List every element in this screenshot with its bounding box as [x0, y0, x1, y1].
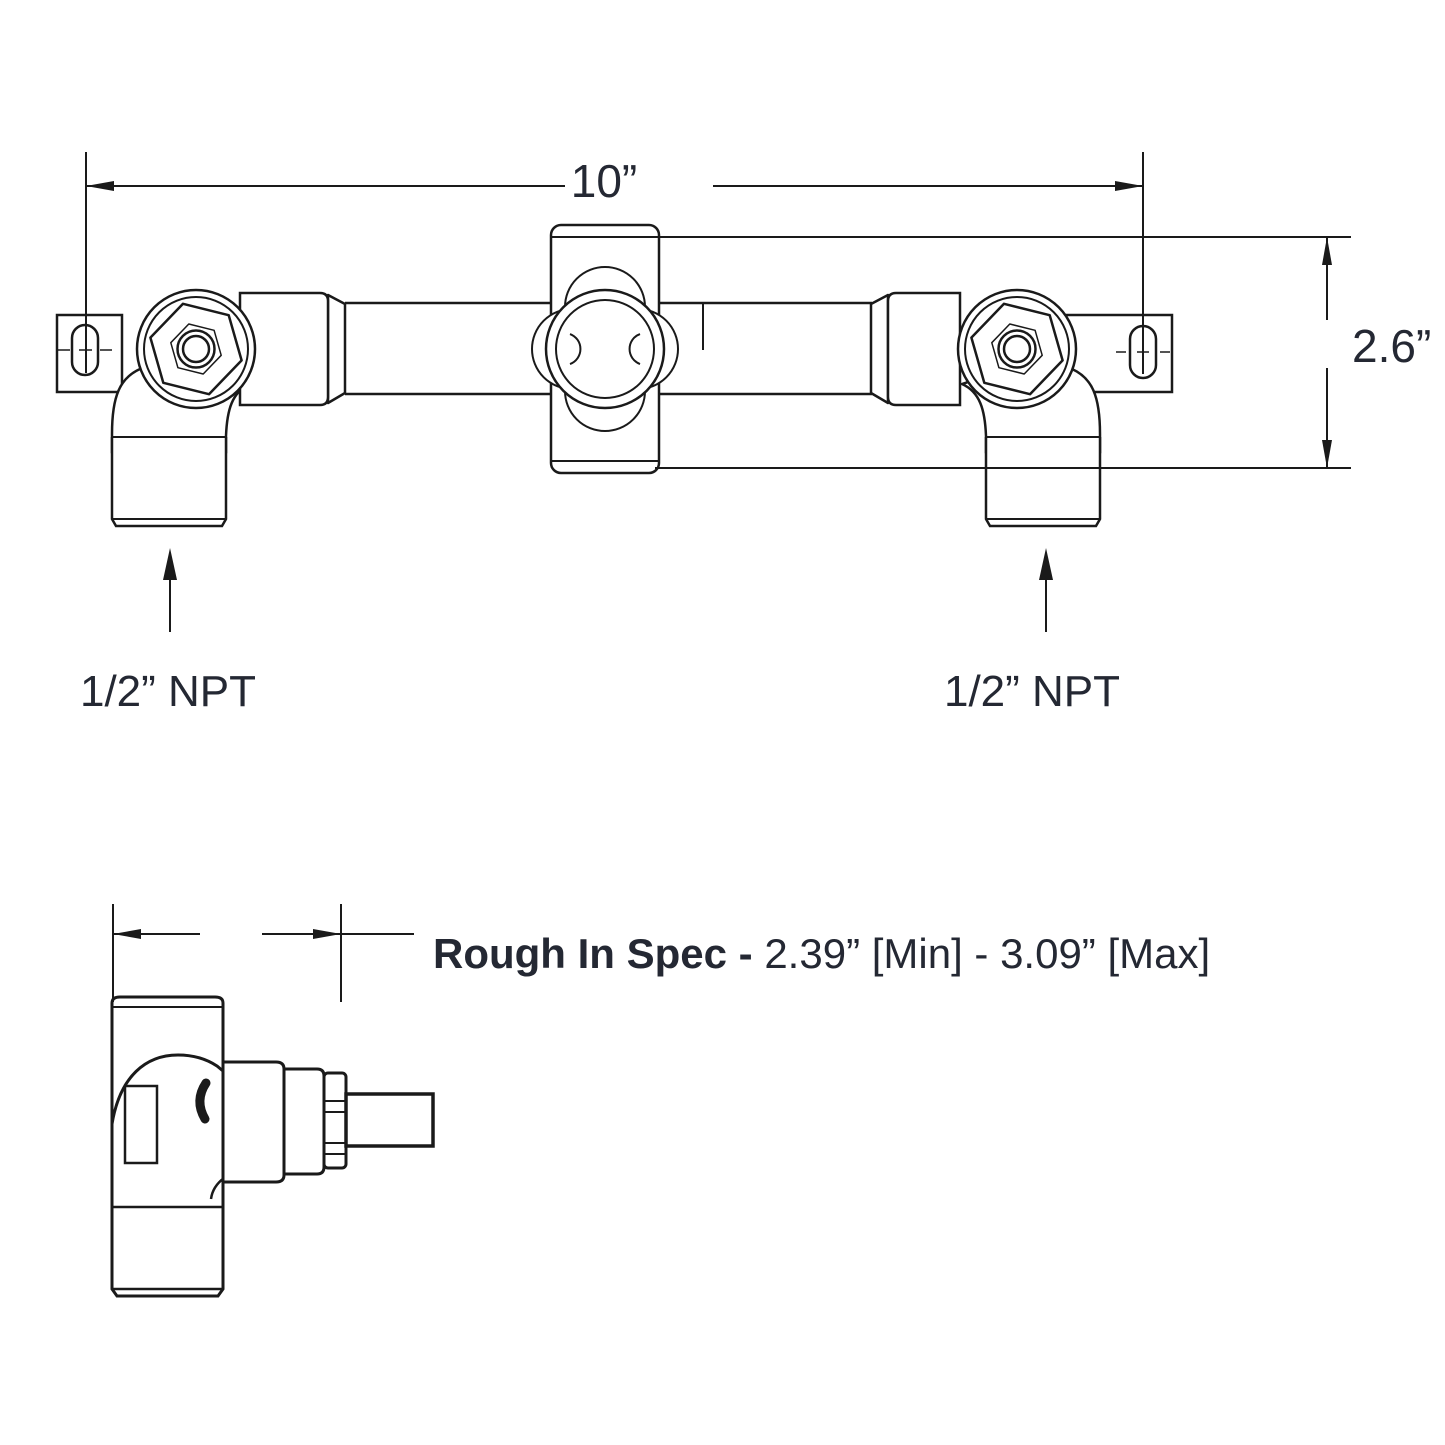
side-view-slot — [123, 1084, 159, 1165]
rough-in-spec-label: Rough In Spec - — [433, 930, 764, 977]
dim-arrow-right-icon — [1115, 181, 1143, 191]
side-view-shadow-edge — [195, 1078, 211, 1124]
side-view-drawing: Rough In Spec - 2.39” [Min] - 3.09” [Max… — [110, 904, 1210, 1298]
height-dimension-label: 2.6” — [1352, 320, 1431, 372]
up-arrow-icon — [163, 548, 177, 580]
dim-arrow-right-icon — [313, 929, 341, 939]
side-view-valve-stem — [344, 1092, 435, 1148]
left-inlet-label: 1/2” NPT — [80, 667, 256, 716]
dim-arrow-left-icon — [86, 181, 114, 191]
side-view-cartridge — [221, 1060, 435, 1184]
left-pipe-run — [345, 301, 560, 396]
dim-arrow-left-icon — [113, 929, 141, 939]
dim-arrow-down-icon — [1322, 440, 1332, 468]
center-tee-fitting — [531, 223, 679, 475]
left-valve-head — [135, 288, 257, 410]
top-view-drawing: 10” 2.6” 1/2” NPT 1/2” NPT — [55, 152, 1431, 716]
right-valve-head — [956, 288, 1078, 410]
right-pipe-run — [655, 301, 872, 396]
height-dimension: 2.6” — [551, 236, 1431, 469]
rough-in-spec-text: Rough In Spec - 2.39” [Min] - 3.09” [Max… — [433, 930, 1210, 977]
side-view-body — [110, 995, 225, 1298]
width-dimension-label: 10” — [571, 155, 637, 207]
right-inlet-label: 1/2” NPT — [944, 667, 1120, 716]
left-inlet-callout: 1/2” NPT — [80, 548, 256, 716]
rough-in-dimension: Rough In Spec - 2.39” [Min] - 3.09” [Max… — [112, 904, 1210, 1002]
width-dimension: 10” — [85, 152, 1144, 374]
rough-in-spec-value: 2.39” [Min] - 3.09” [Max] — [764, 930, 1210, 977]
right-inlet-callout: 1/2” NPT — [944, 548, 1120, 716]
right-coupling — [869, 291, 962, 407]
up-arrow-icon — [1039, 548, 1053, 580]
dim-arrow-up-icon — [1322, 237, 1332, 265]
left-coupling — [238, 291, 347, 407]
